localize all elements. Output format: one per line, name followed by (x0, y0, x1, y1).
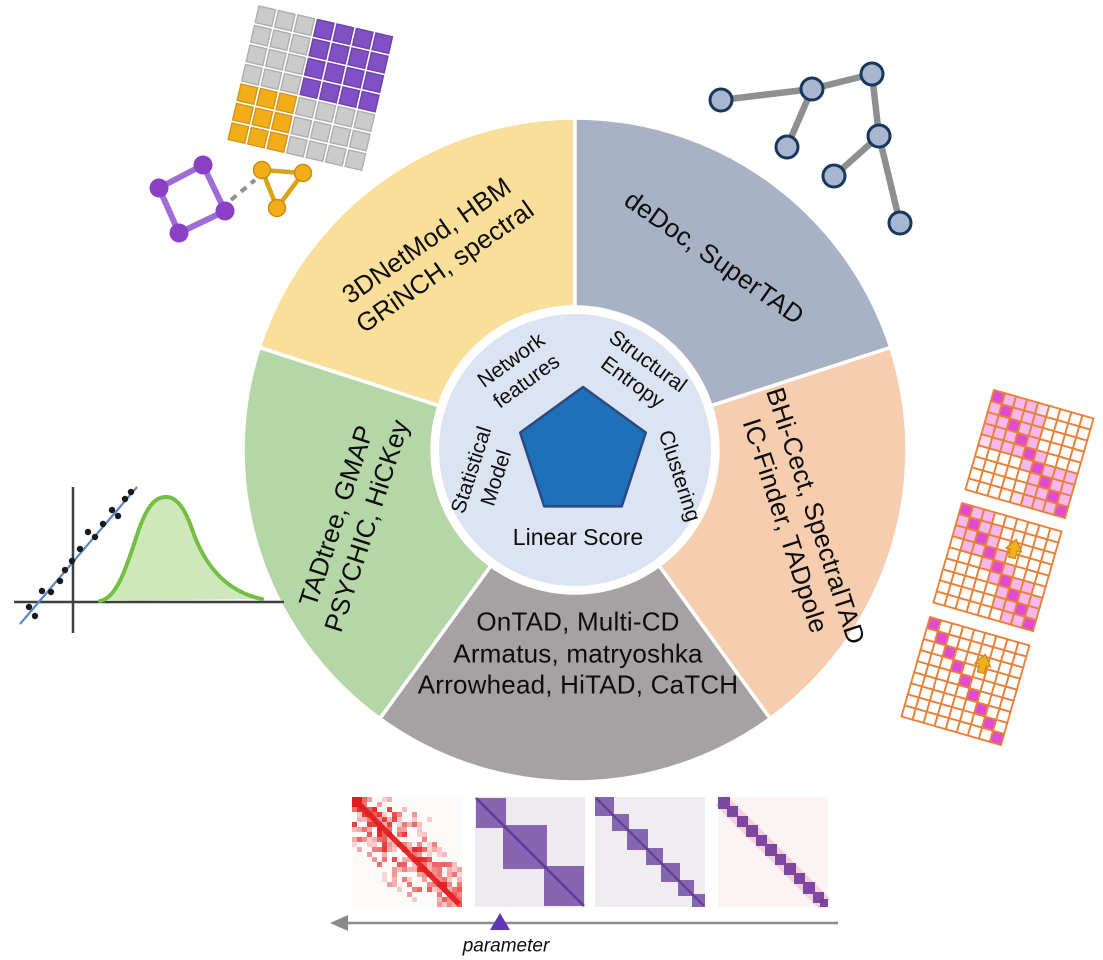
wheel-sector-structural-entropy (573, 116, 893, 408)
parameter-label: parameter (462, 935, 550, 957)
dendrogram-icon (708, 61, 913, 236)
methods-label-linear-score: OnTAD, Multi-CD Armatus, matryoshka Arro… (417, 606, 739, 700)
heatmap-large-tads (475, 797, 585, 907)
category-label-linear-score: Linear Score (512, 523, 644, 550)
parameter-axis (330, 913, 838, 931)
heatmap-raw (352, 797, 462, 907)
fit-line (19, 486, 138, 625)
density-curve-icon (98, 494, 264, 603)
cluster-matrix-bottom-icon (900, 615, 1031, 747)
cluster-matrix-top-icon (964, 388, 1095, 520)
wheel-sector-statistical-model (241, 345, 493, 721)
heatmap-medium-tads (595, 797, 705, 907)
wheel-sector-linear-score (378, 563, 772, 784)
merge-up-arrow-icon (1004, 538, 1023, 560)
cluster-matrix-middle-icon (932, 501, 1063, 633)
method-wheel (241, 116, 909, 784)
purple-network-icon (149, 155, 235, 243)
scatter-fit-icon (14, 486, 284, 633)
wheel-sector-clustering (657, 345, 909, 721)
left-arrowhead-icon (330, 915, 348, 931)
heatmap-small-tads (715, 794, 831, 910)
parameter-marker-icon (490, 913, 510, 930)
wheel-sector-network-features (257, 116, 577, 408)
network-connector-dashed-line (229, 178, 257, 202)
community-matrix-icon (227, 5, 394, 172)
yellow-network-icon (252, 160, 313, 218)
merge-up-arrow-icon (973, 653, 992, 675)
scatter-dots (25, 488, 135, 620)
pentagon-icon (518, 385, 648, 508)
